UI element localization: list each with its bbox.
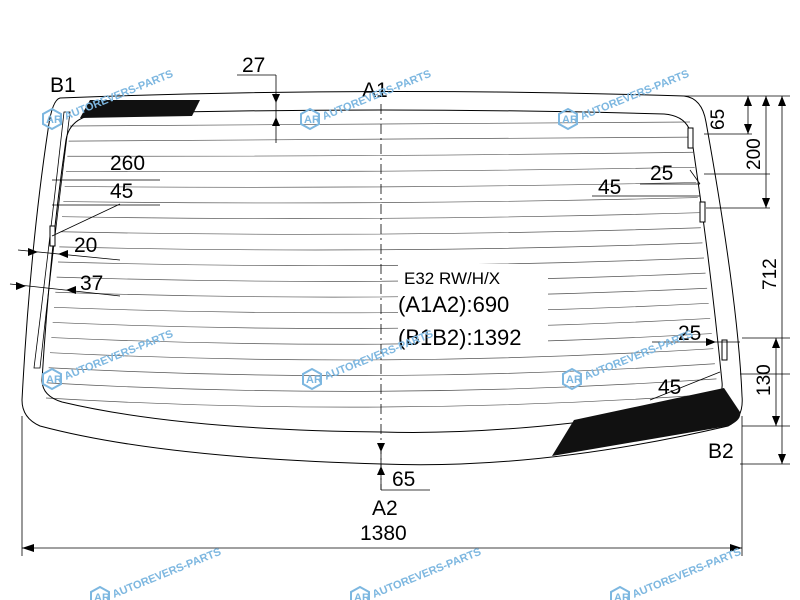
watermark-logo-icon [562, 367, 582, 391]
heating-line [56, 272, 706, 282]
dim-right-25-upper: 25 [650, 162, 673, 185]
watermark-logo-text: AR [46, 114, 62, 126]
watermark-logo-icon [350, 585, 370, 600]
heating-line [60, 227, 701, 235]
heating-line [57, 257, 705, 267]
heating-line [59, 242, 703, 251]
dim-left-260: 260 [110, 152, 145, 175]
spec-b1b2: (B1B2):1392 [398, 325, 522, 350]
dim-bottom-65: 65 [392, 468, 415, 491]
watermark-logo-icon [610, 585, 630, 600]
heating-line [69, 121, 691, 127]
dim-right-45-lower: 45 [658, 376, 681, 399]
dim-total-width: 1380 [360, 522, 407, 545]
dim-side-712: 712 [760, 258, 781, 290]
watermark-logo-text: AR [562, 114, 578, 126]
heating-line [48, 363, 715, 377]
dim-left-20: 20 [74, 234, 97, 257]
heating-line [65, 166, 695, 173]
watermark-text: AUTOREVERS-PARTS [321, 68, 433, 123]
watermark-logo-icon [300, 107, 320, 131]
watermark-logo-text: AR [304, 114, 320, 126]
dim-side-200: 200 [744, 138, 765, 170]
heating-line [51, 333, 712, 345]
heating-line [47, 378, 717, 392]
spec-model: E32 RW/H/X [404, 269, 500, 288]
heating-line [53, 302, 709, 314]
dim-right-45-upper: 45 [598, 176, 621, 199]
watermark-logo-icon [42, 107, 62, 131]
heating-line [52, 318, 711, 329]
left-strip [33, 111, 71, 369]
heating-grid [45, 121, 719, 408]
watermark-logo-icon [90, 585, 110, 600]
label-a2: A2 [372, 497, 398, 520]
watermark-logo-text: AR [566, 374, 582, 386]
watermark-logo-text: AR [46, 374, 62, 386]
right-connector-bottom [721, 339, 728, 361]
watermark-text: AUTOREVERS-PARTS [111, 546, 223, 600]
watermark-text: AUTOREVERS-PARTS [583, 328, 695, 383]
heating-line [49, 348, 714, 361]
heating-line [45, 393, 719, 408]
glass-outline [21, 90, 743, 466]
dim-top-27: 27 [242, 54, 265, 77]
label-a1: A1 [362, 79, 388, 102]
right-connector-mid [699, 201, 706, 223]
watermark-logo-icon [302, 367, 322, 391]
watermark-logo-text: AR [306, 374, 322, 386]
spec-a1a2: (A1A2):690 [398, 292, 509, 317]
watermark-logo-icon [558, 107, 578, 131]
heating-line [55, 287, 708, 298]
heating-line [63, 197, 698, 204]
dim-side-130: 130 [754, 364, 775, 396]
right-connector-top [687, 127, 694, 149]
shade-bottom-right [552, 388, 741, 456]
dim-side-65: 65 [708, 109, 729, 130]
label-b2: B2 [708, 440, 734, 463]
watermark-logo-icon [42, 367, 62, 391]
watermark-text: AUTOREVERS-PARTS [371, 546, 483, 600]
dim-left-37: 37 [80, 272, 103, 295]
watermark-text: AUTOREVERS-PARTS [631, 546, 743, 600]
label-b1: B1 [50, 74, 76, 97]
heating-line [67, 151, 694, 157]
watermark-logo-text: AR [614, 592, 630, 600]
watermark-logo-text: AR [94, 592, 110, 600]
dim-right-25-lower: 25 [678, 322, 701, 345]
shade-top-left [80, 100, 200, 118]
watermark-text: AUTOREVERS-PARTS [63, 328, 175, 383]
spec-box [398, 264, 548, 356]
dim-left-45: 45 [110, 180, 133, 203]
watermark-logo-text: AR [354, 592, 370, 600]
heating-line [68, 136, 692, 142]
